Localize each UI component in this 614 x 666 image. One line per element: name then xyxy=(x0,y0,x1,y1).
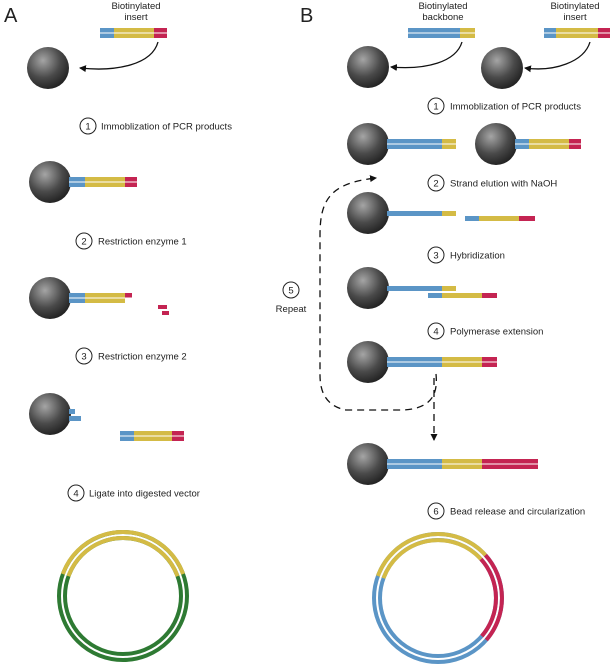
a-step1-num: 1 xyxy=(85,122,90,133)
a-free-insert xyxy=(100,28,167,38)
a-step3-text: Restriction enzyme 2 xyxy=(98,352,187,363)
b-free-insert xyxy=(544,28,610,38)
b-insert-label-line2: insert xyxy=(563,12,587,23)
a-step4-text: Ligate into digested vector xyxy=(89,489,200,500)
a-bead-0 xyxy=(27,47,69,89)
a-released-fragment xyxy=(158,305,169,315)
a-step3-circle xyxy=(75,347,93,365)
b-free-backbone xyxy=(408,28,475,38)
panel-label-b: B xyxy=(300,5,313,27)
b-step4-text: Polymerase extension xyxy=(450,327,543,338)
b-step2-circle xyxy=(427,174,445,192)
b-step3-num: 3 xyxy=(433,251,438,262)
a-bead-immobilized xyxy=(29,161,137,203)
b-step1-text: Immoblization of PCR products xyxy=(450,102,581,113)
b-step3-circle xyxy=(427,246,445,264)
a-insert-label-line1: Biotinylated xyxy=(111,1,160,12)
a-insert-label-line2: insert xyxy=(124,12,148,23)
b-hybridized xyxy=(347,267,497,309)
b-step4-circle xyxy=(427,322,445,340)
b-insert-label-line1: Biotinylated xyxy=(550,1,599,12)
a-step3-num: 3 xyxy=(81,352,86,363)
a-bead-cut1 xyxy=(29,277,132,319)
a-step4-circle xyxy=(67,484,85,502)
b-step6-num: 6 xyxy=(433,507,438,518)
b-single-strand-backbone xyxy=(347,192,456,234)
a-released-insert xyxy=(120,431,184,441)
b-step2-num: 2 xyxy=(433,179,438,190)
b-insert-arrow xyxy=(524,41,591,73)
b-bead-0a xyxy=(347,46,389,88)
a-step4-num: 4 xyxy=(73,489,78,500)
a-ligated-vector xyxy=(57,530,189,662)
b-step1-num: 1 xyxy=(433,102,438,113)
b-step4-num: 4 xyxy=(433,327,438,338)
b-step5-circle xyxy=(282,281,300,299)
a-step2-text: Restriction enzyme 1 xyxy=(98,237,187,248)
a-step1-circle xyxy=(79,117,97,135)
b-backbone-label-line1: Biotinylated xyxy=(418,1,467,12)
panel-label-a: A xyxy=(4,5,18,27)
b-step5-num: 5 xyxy=(288,286,293,297)
b-step2-text: Strand elution with NaOH xyxy=(450,179,557,190)
b-immobilized-backbone xyxy=(347,123,456,165)
b-bead-0b xyxy=(481,47,523,89)
b-backbone-arrow xyxy=(390,41,463,71)
a-bead-cut2 xyxy=(29,393,81,435)
b-backbone-label-line2: backbone xyxy=(422,12,463,23)
b-step6-circle xyxy=(427,502,445,520)
b-eluted-insert-strand xyxy=(465,216,535,221)
b-step1-circle xyxy=(427,97,445,115)
b-step3-text: Hybridization xyxy=(450,251,505,262)
a-step2-circle xyxy=(75,232,93,250)
a-binding-arrow xyxy=(79,41,159,73)
b-step5-text: Repeat xyxy=(276,304,307,315)
b-extended xyxy=(347,341,497,383)
b-repeat-loop xyxy=(319,175,437,411)
b-immobilized-insert xyxy=(475,123,581,165)
b-circular-plasmid xyxy=(372,532,504,664)
b-step6-text: Bead release and circularization xyxy=(450,507,585,518)
b-full-construct xyxy=(347,443,538,485)
a-step2-num: 2 xyxy=(81,237,86,248)
a-step1-text: Immoblization of PCR products xyxy=(101,122,232,133)
